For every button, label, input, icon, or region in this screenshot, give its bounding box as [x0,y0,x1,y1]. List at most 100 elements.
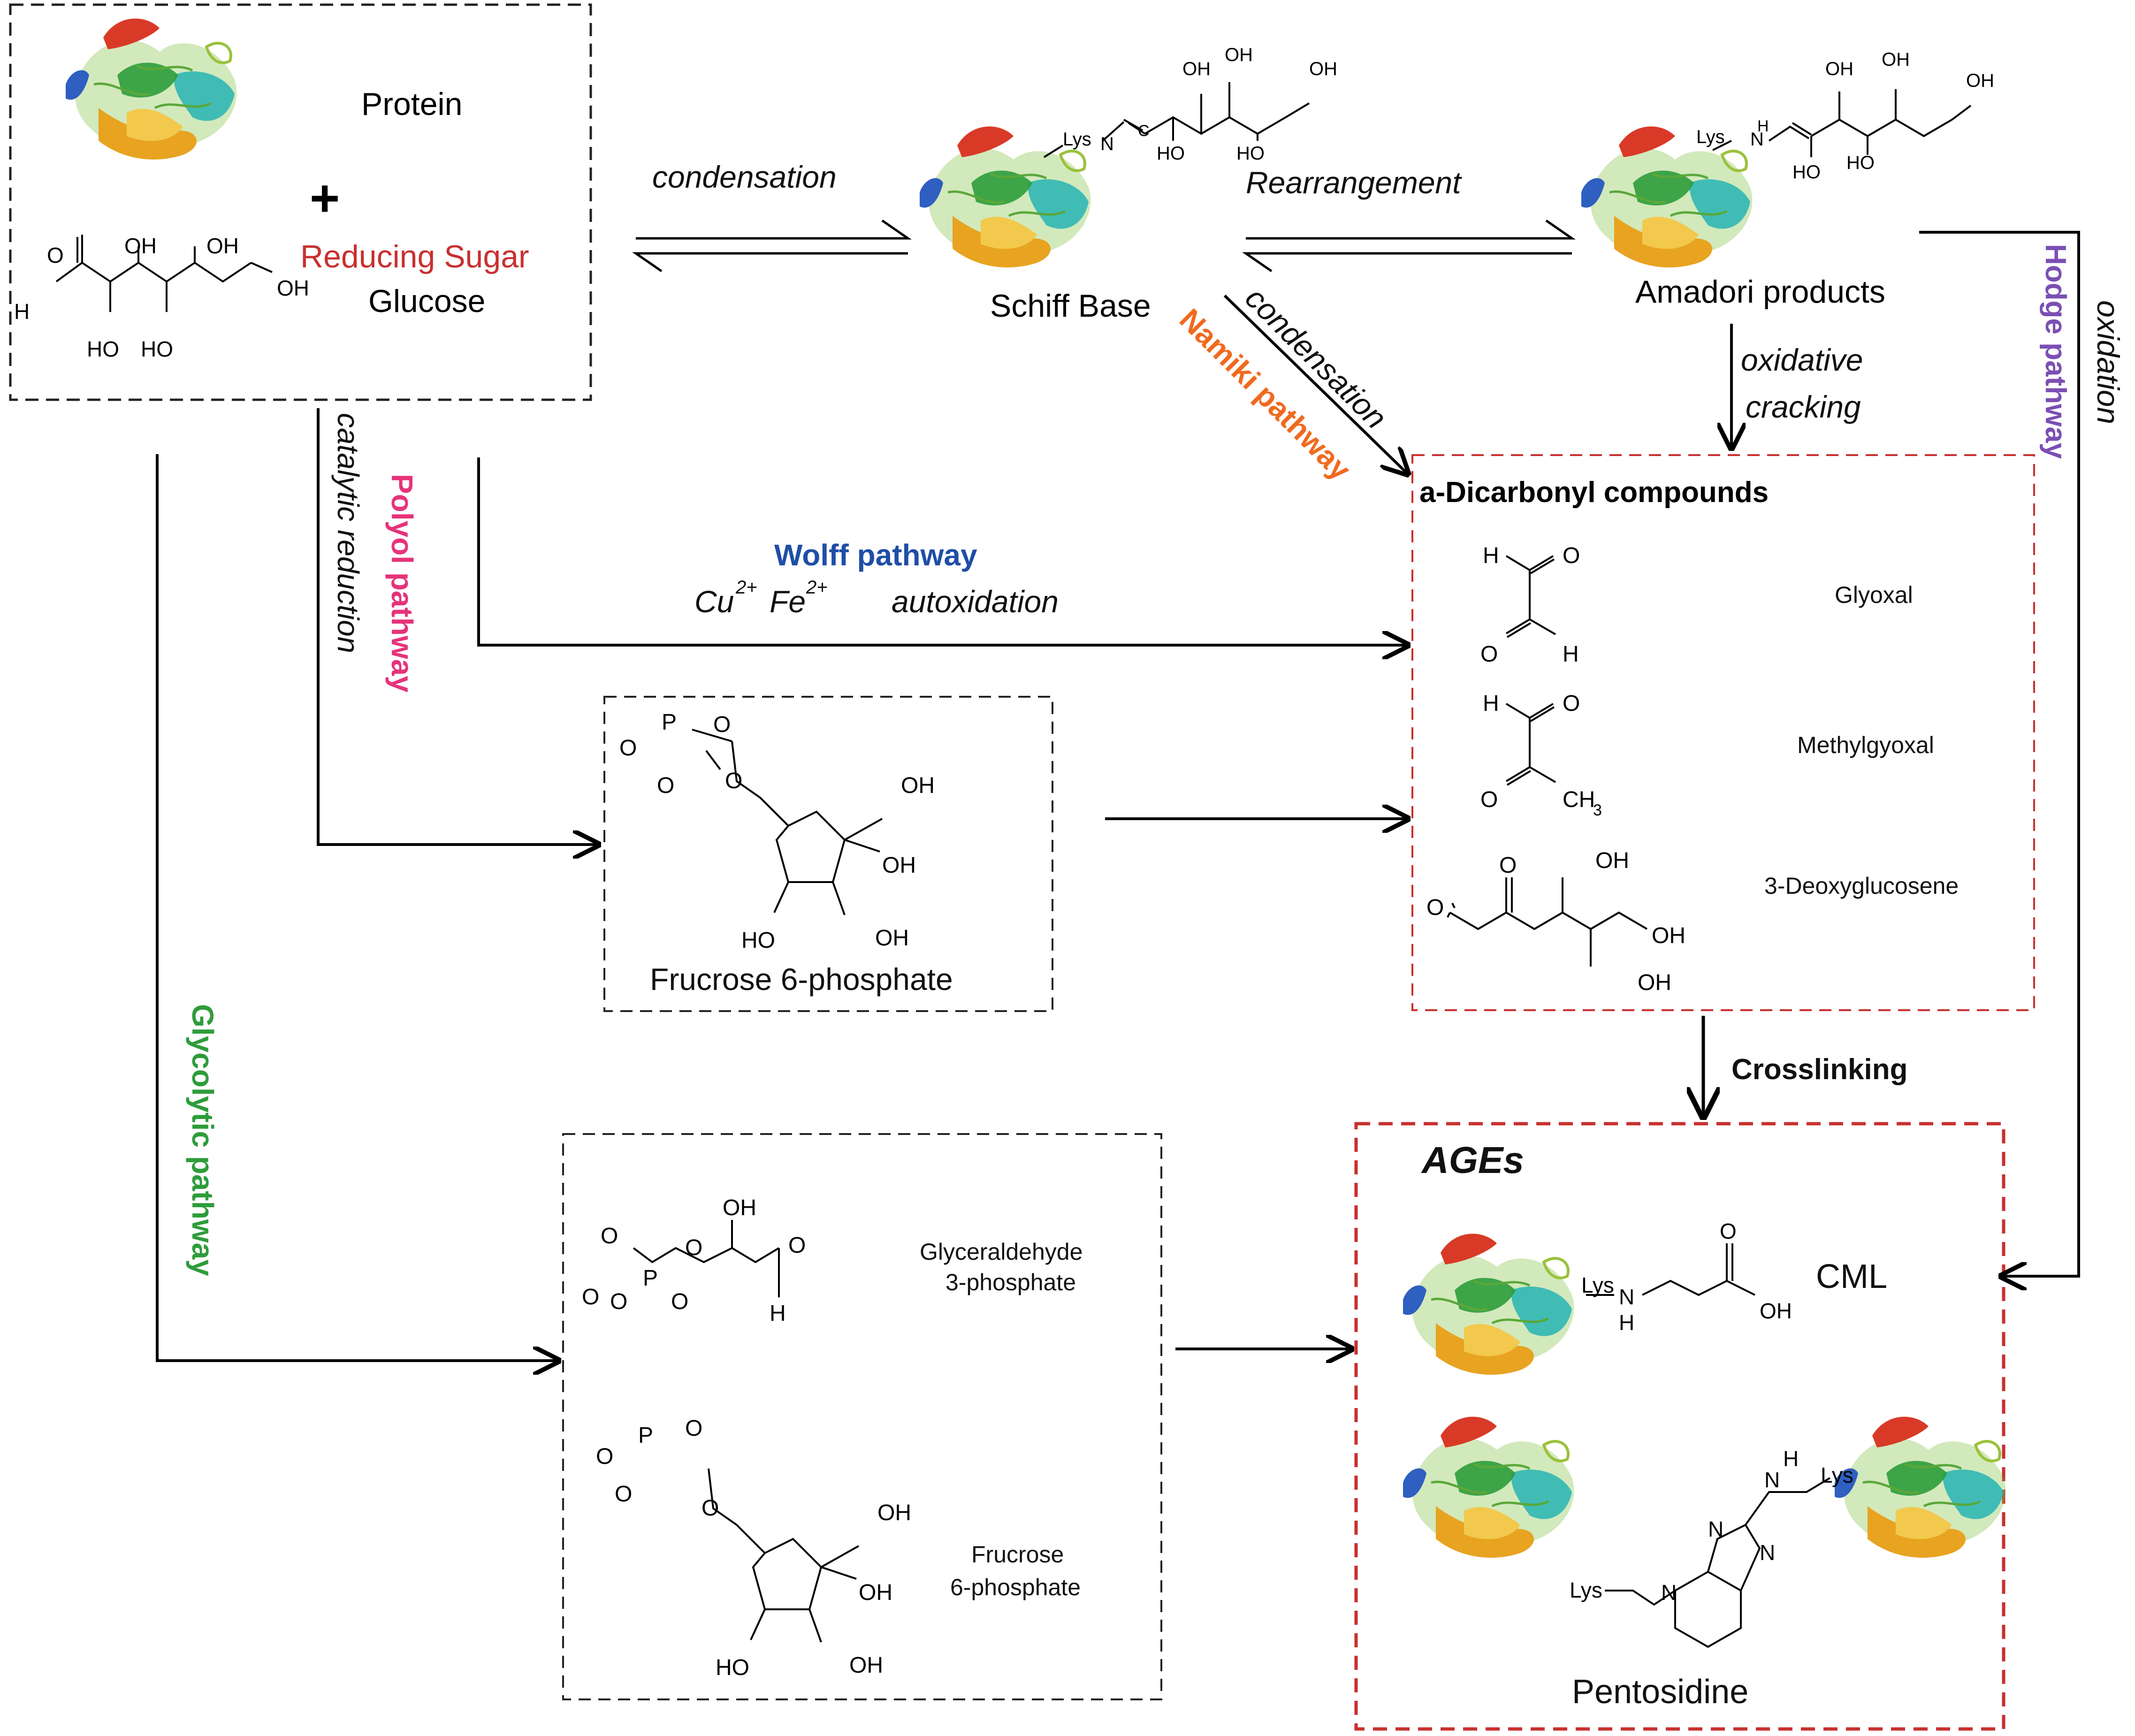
iron-label: Fe [770,584,806,619]
lys-label: Lys [1821,1463,1853,1487]
arrow-wolff [477,457,1408,645]
atom-h: H [1483,543,1499,568]
pentosidine-atoms: Lys N N N N H Lys [1570,1447,1853,1605]
atom-n: N [1708,1517,1723,1541]
atom-o: O [1480,787,1498,812]
start-box [9,3,592,401]
atom-h: H [1563,642,1579,667]
atom-h: H [770,1301,786,1326]
atom-o: O [47,243,64,267]
glucose-atoms: O H HO OH HO OH OH [14,234,309,361]
atom-o: O [1720,1219,1737,1243]
catalytic-reduction-label: catalytic reduction [331,413,365,653]
dicarbonyl-title: a-Dicarbonyl compounds [1419,476,1769,509]
atom-o: O [1480,642,1498,667]
g3p-atoms: O P O O O O OH O H [582,1195,806,1326]
atom-o: O [657,773,674,798]
lys-label: Lys [1570,1578,1602,1602]
schiff-atoms: Lys N C HO OH OH HO OH [1063,45,1337,164]
protein-icon-pentosidine-left [1403,1417,1581,1558]
dicarbonyl-box [1411,454,2035,1011]
atom-oh: OH [1595,848,1629,873]
wolff-pathway-label: Wolff pathway [774,538,977,572]
glycolytic-pathway-label: Glycolytic pathway [186,1004,220,1276]
arrow-amadori-to-ages [1919,231,2080,1276]
oxidation-label: oxidation [2091,300,2126,424]
methylglyoxal-atoms: H O O CH 3 [1480,691,1602,819]
f6p2-label-line1: Frucrose [971,1541,1064,1568]
atom-oh: OH [882,853,916,878]
glucose-label: Glucose [368,283,485,319]
metal-ions: Cu 2+ Fe 2+ autoxidation [694,577,1059,619]
lys-label: Lys [1063,129,1091,150]
atom-o: O [671,1289,688,1314]
f6p-atoms: O P O O O OH OH HO OH [619,710,935,953]
atom-h: H [1619,1310,1634,1335]
atom-subscript: 3 [1593,801,1602,819]
atom-oh: OH [1966,70,1994,91]
copper-label: Cu [694,584,734,619]
atom-oh: OH [1825,59,1853,79]
atom-ho: HO [1157,143,1185,164]
atom-o: O [582,1285,599,1310]
atom-oh: OH [277,276,309,300]
atom-p: P [643,1266,658,1291]
cml-atoms: Lys N H O OH [1581,1219,1792,1335]
atom-ch3: CH [1563,787,1595,812]
copper-charge: 2+ [735,577,757,598]
atom-oh: OH [859,1580,892,1605]
atom-o: O [1499,853,1517,878]
atom-o: O [1563,691,1580,716]
deoxyglucosone-structure [1447,877,1648,967]
amadori-atoms: Lys N H OH OH OH HO HO [1696,49,1994,183]
schiff-base-label: Schiff Base [990,288,1151,324]
atom-oh: OH [206,234,239,258]
atom-n: N [1750,129,1764,150]
polyol-pathway-label: Polyol pathway [385,474,419,693]
atom-ho: HO [1236,143,1265,164]
g3p-structure [633,1220,780,1297]
f6p-label: Frucrose 6-phosphate [650,962,953,997]
reducing-sugar-label: Reducing Sugar [300,239,529,274]
schiff-chain [1043,82,1310,158]
glyoxal-structure [1505,555,1556,638]
atom-ho: HO [141,337,173,361]
atom-oh: OH [1225,45,1253,65]
atom-ho: HO [1846,152,1875,173]
atom-oh: OH [723,1195,756,1220]
methylglyoxal-label: Methylgyoxal [1797,732,1934,758]
atom-oh: OH [1652,923,1685,948]
f6p-ring-structure [692,729,883,915]
atom-h: H [1757,117,1769,135]
atom-oh: OH [877,1500,911,1525]
atom-p: P [638,1423,653,1448]
protein-icon-cml [1403,1234,1581,1375]
g3p-label-line2: 3-phosphate [946,1269,1076,1295]
deoxyglucosone-atoms: O O OH OH OH [1426,848,1685,995]
atom-ho: HO [1792,162,1821,183]
deoxyglucosone-label: 3-Deoxyglucosene [1764,873,1959,899]
ages-box [1354,1122,2005,1731]
f6p2-atoms: O P O O O OH OH HO OH [596,1416,911,1680]
atom-oh: OH [1309,59,1337,79]
glyoxal-label: Glyoxal [1835,582,1913,608]
atom-n: N [1619,1285,1634,1309]
cml-chain [1586,1243,1755,1296]
atom-o: O [702,1496,719,1521]
pentosidine-structure [1605,1477,1831,1648]
f6p2-label-line2: 6-phosphate [950,1574,1081,1600]
atom-o: O [619,736,637,761]
glyoxal-atoms: H O O H [1480,543,1580,667]
lys-label: Lys [1696,127,1725,147]
atom-o: O [685,1235,702,1260]
protein-icon-pentosidine-right [1835,1417,2013,1558]
plus-sign: + [310,169,340,227]
hodge-pathway-label: Hodge pathway [2039,244,2072,459]
arrow-schiff-to-dicarbonyl [1223,294,1408,474]
atom-o: O [1563,543,1580,568]
pentosidine-label: Pentosidine [1572,1673,1748,1711]
atom-h: H [1483,691,1499,716]
crosslinking-label: Crosslinking [1731,1053,1908,1086]
